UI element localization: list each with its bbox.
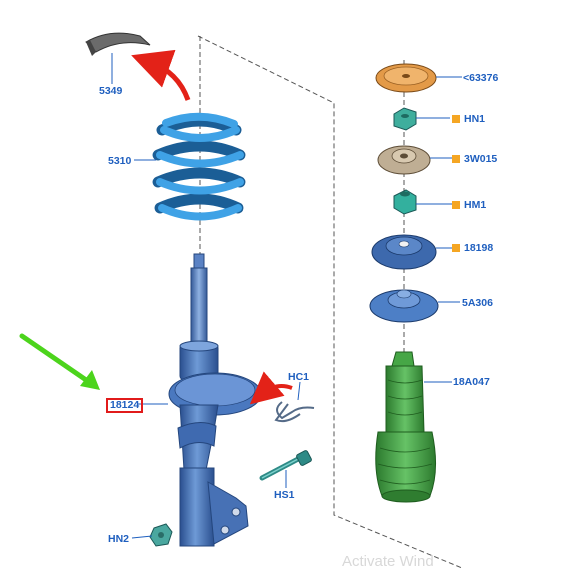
part-label-63376: <63376 xyxy=(463,72,499,84)
part-label-18a047: 18A047 xyxy=(453,376,490,388)
coil-spring xyxy=(152,112,246,221)
spring-upper-seat xyxy=(369,289,439,323)
leader-line-hc1 xyxy=(297,381,301,401)
red-curved-arrow-icon xyxy=(131,49,191,101)
part-label-3w015: 3W015 xyxy=(452,153,497,165)
mount-washer xyxy=(377,145,431,175)
part-label-18198: 18198 xyxy=(452,242,493,254)
part-label-hn2: HN2 xyxy=(108,533,130,545)
part-label-5349: 5349 xyxy=(99,85,123,97)
bump-stop-boot xyxy=(375,351,437,503)
part-label-hc1: HC1 xyxy=(288,371,310,383)
orange-square-marker-icon xyxy=(452,244,460,252)
red-curved-arrow-icon xyxy=(249,371,293,405)
part-label-18198-text: 18198 xyxy=(464,242,494,254)
mount-nut-hm1 xyxy=(393,189,417,215)
green-pointer-arrow-icon xyxy=(19,333,100,390)
part-label-hn1-text: HN1 xyxy=(464,113,486,125)
part-label-hm1-text: HM1 xyxy=(464,199,487,211)
top-nut-hn1 xyxy=(393,107,417,131)
orange-square-marker-icon xyxy=(452,155,460,163)
spring-isolator-ring xyxy=(85,32,151,56)
part-label-hs1: HS1 xyxy=(274,489,295,501)
part-label-5a306: 5A306 xyxy=(462,297,493,309)
part-label-18124: 18124 xyxy=(106,398,144,413)
strut-assembly xyxy=(168,253,262,547)
part-label-3w015-text: 3W015 xyxy=(464,153,498,165)
upper-strut-mount xyxy=(371,234,437,270)
top-mount-cap xyxy=(375,63,437,93)
hex-nut xyxy=(149,523,173,547)
part-label-hn1: HN1 xyxy=(452,113,485,125)
watermark-text: Activate Wind xyxy=(342,553,434,570)
orange-square-marker-icon xyxy=(452,115,460,123)
part-label-hm1: HM1 xyxy=(452,199,486,211)
spring-clip xyxy=(274,401,315,423)
part-label-5310: 5310 xyxy=(108,155,132,167)
orange-square-marker-icon xyxy=(452,201,460,209)
leader-line-hn2 xyxy=(131,535,153,539)
pinch-bolt xyxy=(259,450,312,481)
